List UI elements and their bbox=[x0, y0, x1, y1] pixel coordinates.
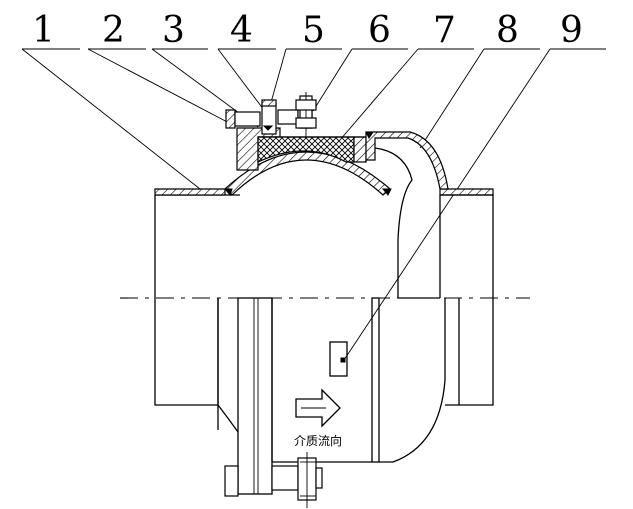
leader-lines bbox=[21, 48, 551, 361]
outer-pipe-wall bbox=[439, 188, 494, 196]
part-number-5: 5 bbox=[302, 10, 325, 51]
lower-external-view: 介质流向 bbox=[154, 297, 494, 508]
nameplate bbox=[329, 341, 348, 377]
part-number-2: 2 bbox=[102, 10, 125, 51]
part-number-6: 6 bbox=[368, 10, 391, 51]
part-number-9: 9 bbox=[560, 10, 583, 51]
sealing-packing bbox=[257, 136, 355, 163]
part-number-labels: 1 2 3 4 5 6 7 8 9 bbox=[22, 10, 606, 51]
part-number-7: 7 bbox=[433, 10, 456, 51]
part-number-1: 1 bbox=[32, 10, 55, 51]
gland-ring bbox=[353, 136, 367, 163]
gland-bolt bbox=[225, 109, 236, 129]
flow-direction-arrow-icon bbox=[295, 388, 341, 428]
upper-section-view bbox=[154, 92, 494, 299]
inner-pipe-wall bbox=[154, 188, 226, 196]
part-number-8: 8 bbox=[496, 10, 519, 51]
flow-direction-caption: 介质流向 bbox=[294, 433, 342, 448]
part-number-4: 4 bbox=[230, 10, 253, 51]
part-number-3: 3 bbox=[162, 10, 185, 51]
housing-shell bbox=[365, 131, 449, 190]
